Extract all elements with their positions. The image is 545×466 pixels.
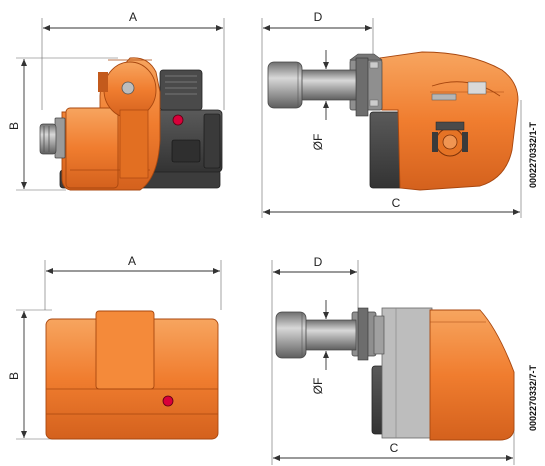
dimension-label-f: ØF (311, 378, 325, 395)
dimension-label-f: ØF (311, 134, 325, 151)
dimension-label-a: A (128, 254, 136, 268)
dimension-label-c: C (390, 441, 399, 455)
burner-cover-front-illustration (45, 310, 219, 440)
bottom-left-view: A B (7, 254, 222, 440)
lamp-icon (172, 114, 184, 126)
top-right-view: D C (261, 10, 538, 218)
lamp-icon (162, 395, 174, 407)
top-left-view: A B (7, 10, 225, 191)
bottom-right-view: D C ØF 0002270332/7-T (271, 255, 538, 465)
dimension-label-a: A (129, 10, 137, 24)
dimension-label-d: D (314, 10, 323, 24)
burner-side-illustration (267, 51, 519, 191)
dimension-label-b: B (7, 122, 21, 130)
dimension-label-d: D (314, 255, 323, 269)
burner-cover-side-illustration (275, 307, 515, 441)
drawing-code: 0002270332/7-T (528, 364, 538, 431)
drawing-code: 0002270332/1-T (528, 121, 538, 188)
dimension-label-b: B (7, 372, 21, 380)
dimension-label-c: C (392, 196, 401, 210)
burner-front-illustration (39, 57, 223, 191)
